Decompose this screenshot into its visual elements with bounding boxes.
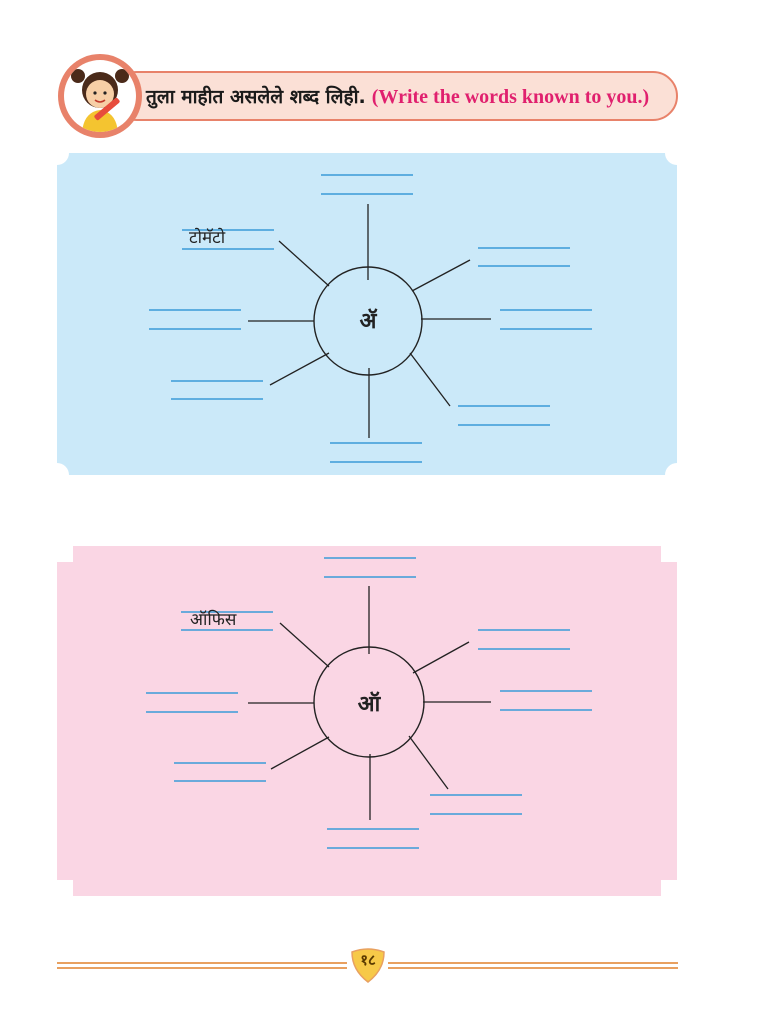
marathi-instruction: तुला माहीत असलेले शब्द लिही.: [146, 86, 366, 108]
center-letter: ऑ: [357, 692, 381, 717]
footer-rule-right-2: [388, 967, 678, 969]
footer-rule-right: [388, 962, 678, 964]
girl-with-pencil-icon: [58, 54, 142, 138]
center-letter: ॲ: [359, 309, 377, 334]
page-number-badge: [351, 948, 385, 983]
page-number: १८: [360, 951, 376, 969]
footer-rule-left-2: [57, 967, 347, 969]
english-instruction: (Write the words known to you.): [371, 86, 650, 108]
footer-rule-left: [57, 962, 347, 964]
word-web-panel-2: ऑफिस ऑ: [57, 546, 677, 896]
example-word: ऑफिस: [190, 610, 237, 630]
word-web-panel-1: टोमॅटो ॲ: [57, 153, 677, 475]
example-word: टोमॅटो: [189, 228, 226, 248]
instruction-banner: तुला माहीत असलेले शब्द लिही. (Write the …: [112, 71, 678, 121]
instruction-text: तुला माहीत असलेले शब्द लिही. (Write the …: [146, 85, 649, 109]
